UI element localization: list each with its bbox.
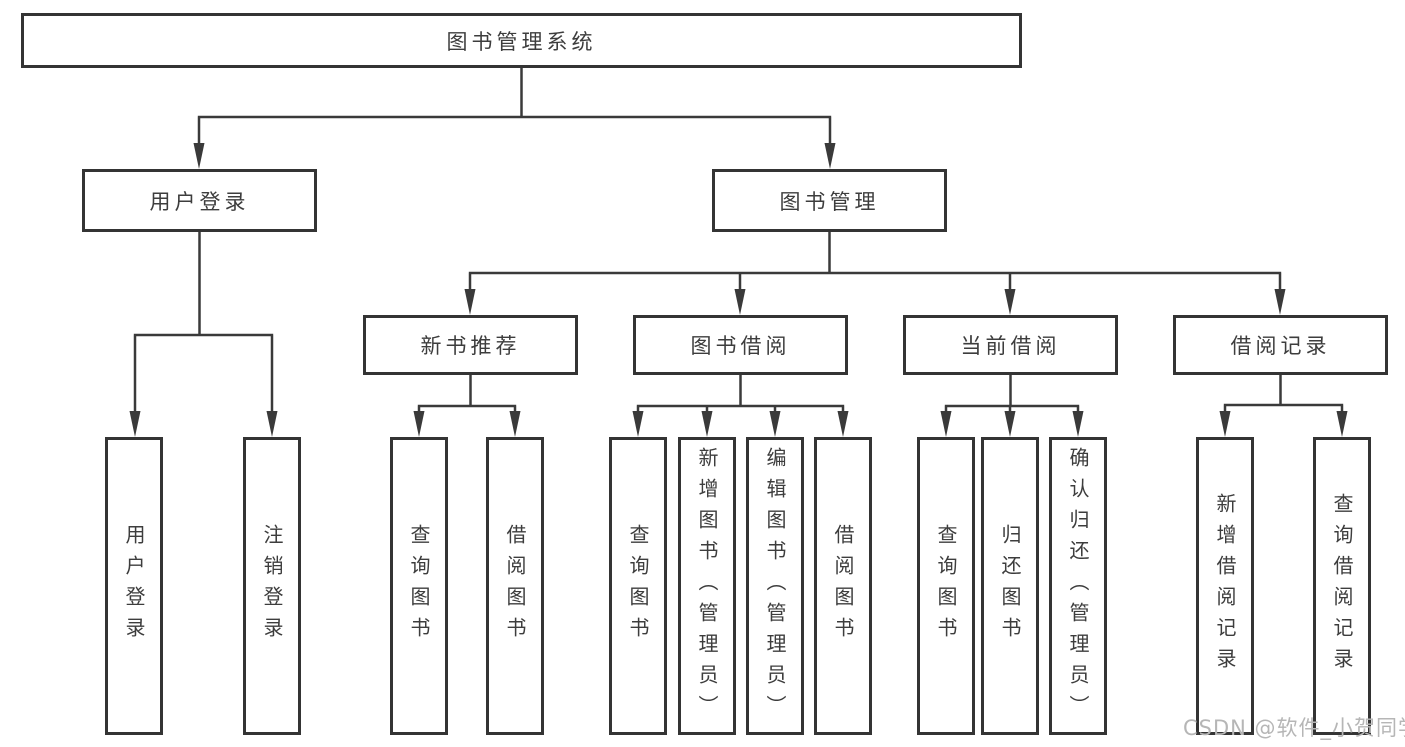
arrow-down-icon — [734, 289, 746, 315]
node-leaf-return-books: 归还图书 — [981, 437, 1039, 735]
arrow-down-icon — [632, 411, 644, 437]
arrow-down-icon — [940, 411, 952, 437]
arrow-down-icon — [1004, 289, 1016, 315]
node-leaf-user-login: 用户登录 — [105, 437, 163, 735]
node-label: 借阅图书 — [503, 524, 527, 648]
node-label: 查询图书 — [934, 524, 958, 648]
node-user-login: 用户登录 — [82, 169, 317, 232]
node-label: 注销登录 — [260, 524, 284, 648]
arrow-down-icon — [464, 289, 476, 315]
node-leaf-borrow-books: 借阅图书 — [814, 437, 872, 735]
node-leaf-add-borrow-record: 新增借阅记录 — [1196, 437, 1254, 735]
arrow-down-icon — [1274, 289, 1286, 315]
arrow-down-icon — [129, 411, 141, 437]
node-label: 新增借阅记录 — [1213, 493, 1237, 679]
connector-book-management-to-level3 — [468, 232, 1282, 296]
node-label: 用户登录 — [122, 524, 146, 648]
connector-borrowing-records-to-leaves — [1223, 375, 1344, 418]
arrowheads — [129, 143, 1348, 437]
node-leaf-recommend-borrow-books: 借阅图书 — [486, 437, 544, 735]
arrow-down-icon — [701, 411, 713, 437]
node-leaf-edit-books-admin: 编辑图书（管理员） — [746, 437, 804, 735]
arrow-down-icon — [1336, 411, 1348, 437]
connector-user-login-to-leaves — [133, 232, 274, 418]
node-leaf-add-books-admin: 新增图书（管理员） — [678, 437, 736, 735]
node-label: 新书推荐 — [420, 334, 521, 358]
connector-root-to-level2 — [197, 68, 832, 150]
node-leaf-current-query-books: 查询图书 — [917, 437, 975, 735]
node-label: 新增图书（管理员） — [695, 446, 719, 726]
arrow-down-icon — [824, 143, 836, 169]
node-label: 查询图书 — [626, 524, 650, 648]
node-label: 归还图书 — [998, 524, 1022, 648]
node-current-borrowing: 当前借阅 — [903, 315, 1118, 375]
arrow-down-icon — [266, 411, 278, 437]
arrow-down-icon — [193, 143, 205, 169]
node-leaf-logout: 注销登录 — [243, 437, 301, 735]
arrow-down-icon — [1004, 411, 1016, 437]
node-label: 确认归还（管理员） — [1066, 446, 1090, 726]
node-book-borrowing: 图书借阅 — [633, 315, 848, 375]
csdn-watermark: CSDN @软件_小贺同学 — [1183, 716, 1405, 740]
arrow-down-icon — [769, 411, 781, 437]
node-book-management: 图书管理 — [712, 169, 947, 232]
node-label: 图书借阅 — [690, 334, 791, 358]
node-label: 编辑图书（管理员） — [763, 446, 787, 726]
node-leaf-query-borrow-record: 查询借阅记录 — [1313, 437, 1371, 735]
node-new-book-recommend: 新书推荐 — [363, 315, 578, 375]
arrow-down-icon — [1219, 411, 1231, 437]
node-label: 图书管理 — [779, 189, 880, 214]
node-label: 查询图书 — [407, 524, 431, 648]
connector-book-borrowing-to-leaves — [636, 375, 845, 418]
arrow-down-icon — [413, 411, 425, 437]
arrow-down-icon — [509, 411, 521, 437]
node-label: 图书管理系统 — [446, 29, 597, 54]
node-label: 借阅图书 — [831, 524, 855, 648]
connector-new-book-recommend-to-leaves — [417, 375, 517, 418]
arrow-down-icon — [837, 411, 849, 437]
node-label: 借阅记录 — [1230, 334, 1331, 358]
node-leaf-confirm-return-admin: 确认归还（管理员） — [1049, 437, 1107, 735]
arrow-down-icon — [1072, 411, 1084, 437]
node-label: 查询借阅记录 — [1330, 493, 1354, 679]
node-label: 当前借阅 — [960, 334, 1061, 358]
node-library-management-system: 图书管理系统 — [21, 13, 1022, 68]
node-label: 用户登录 — [149, 189, 250, 214]
node-borrowing-records: 借阅记录 — [1173, 315, 1388, 375]
node-leaf-recommend-query-books: 查询图书 — [390, 437, 448, 735]
node-leaf-borrowing-query-books: 查询图书 — [609, 437, 667, 735]
